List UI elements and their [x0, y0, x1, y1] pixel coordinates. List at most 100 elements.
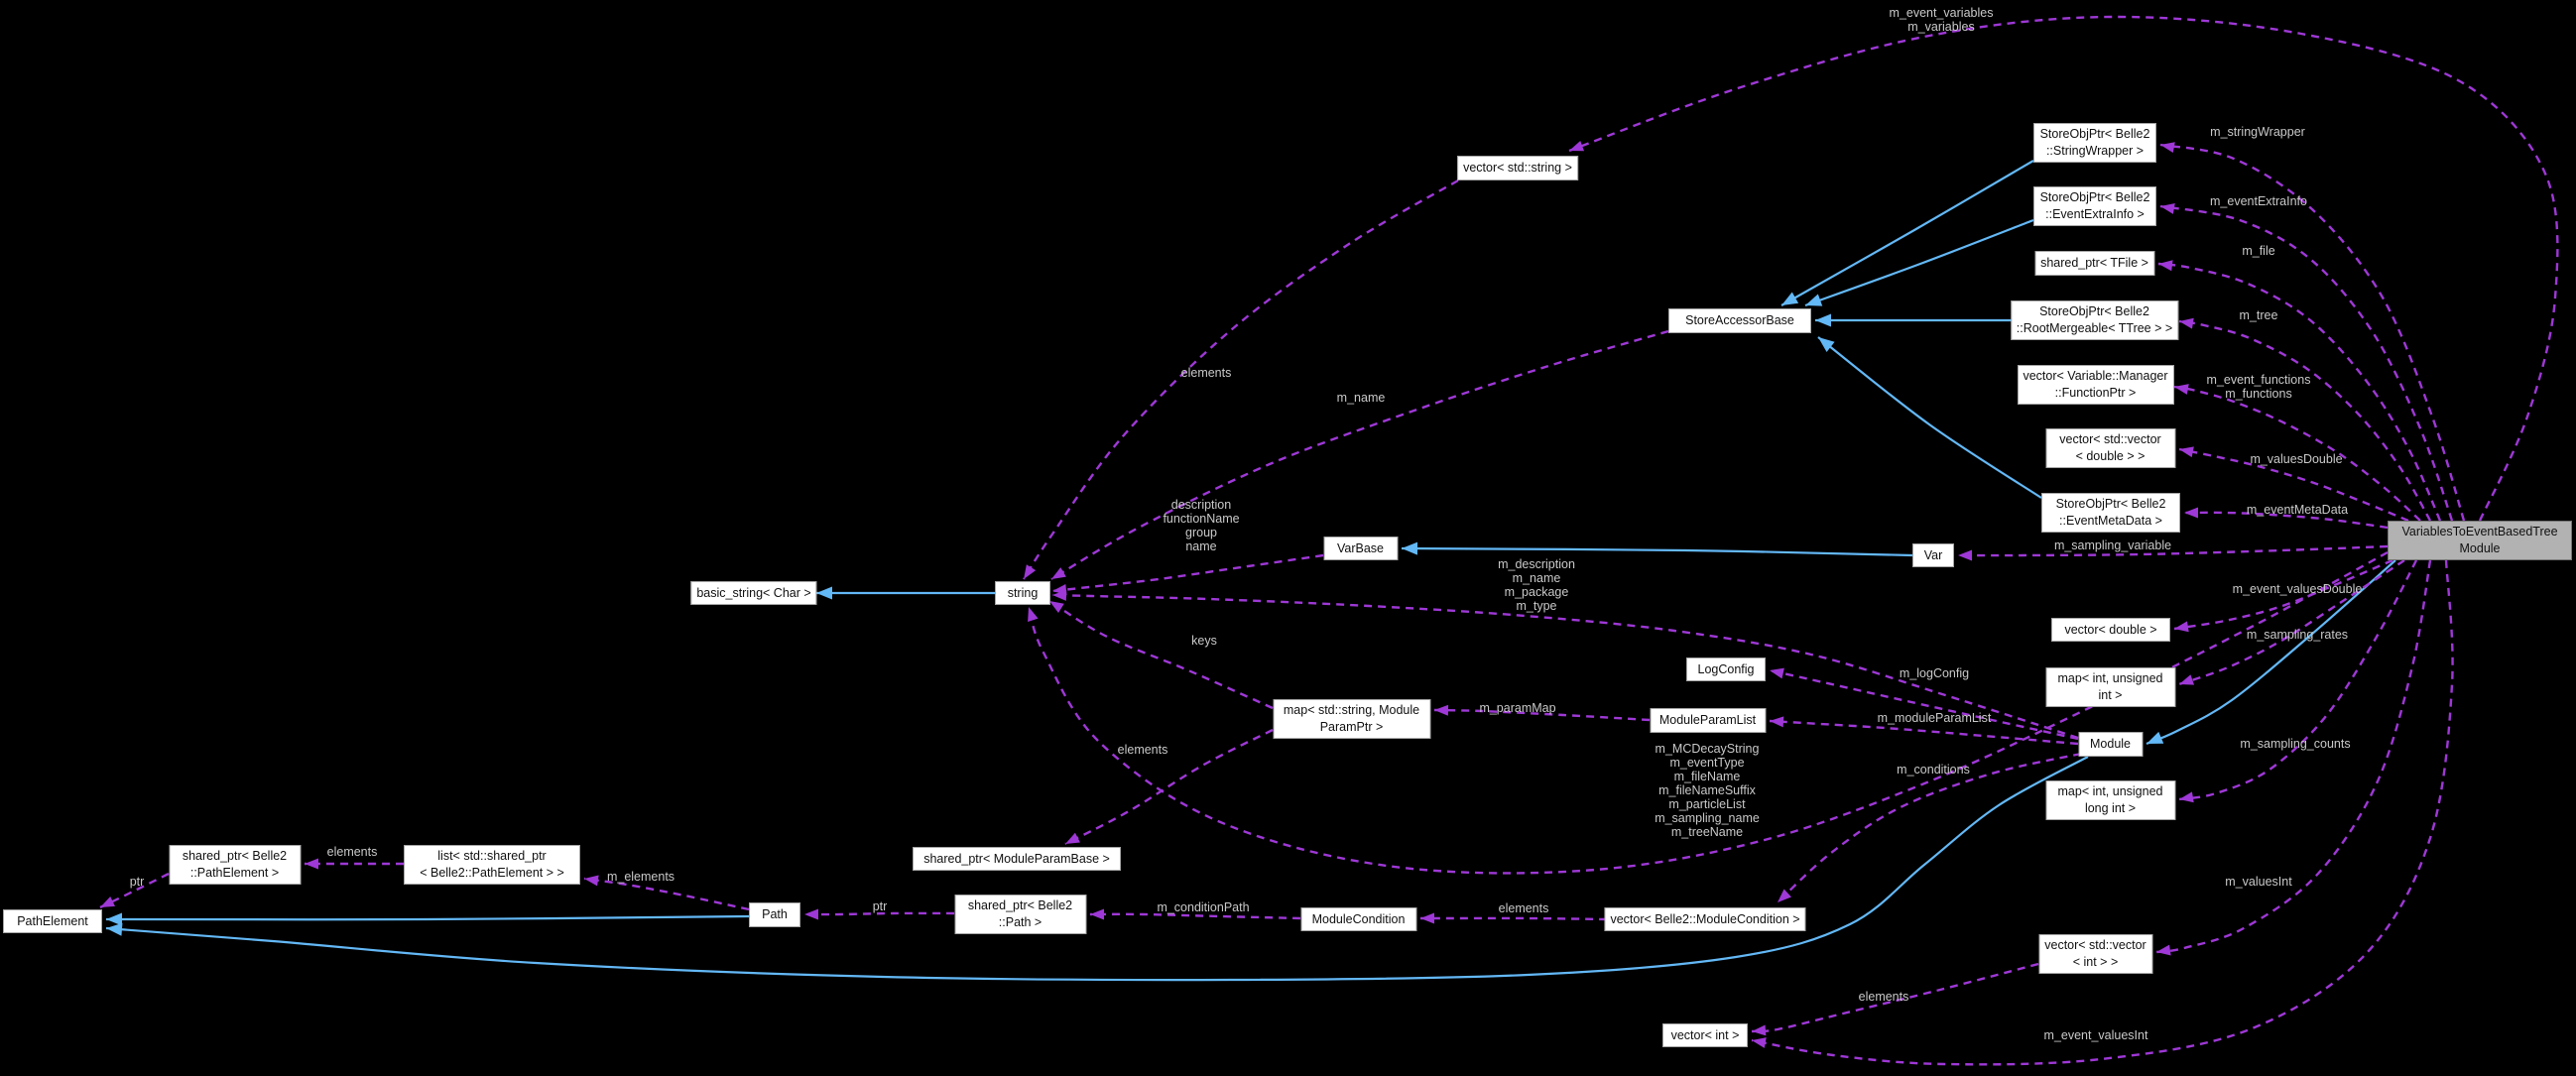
node-store_accessor_base[interactable]: StoreAccessorBase	[1668, 308, 1811, 333]
edge-label-module_condition--sp_path: m_conditionPath	[1157, 900, 1250, 914]
edge-sop_event_extra_info--store_accessor_base	[1804, 218, 2034, 307]
edge-label-map_string_param--sp_module_param_base: elements	[1117, 743, 1168, 757]
edge-label-main--sop_event_extra_info: m_eventExtraInfo	[2210, 194, 2307, 208]
edge-label-main--vector_double: m_event_valuesDouble	[2232, 582, 2363, 596]
node-vector_vector_int[interactable]: vector< std::vector< int > >	[2038, 934, 2152, 974]
node-list_sp_path_element[interactable]: list< std::shared_ptr< Belle2::PathEleme…	[404, 845, 580, 885]
arrowhead-sop_event_meta_data--store_accessor_base	[1818, 337, 1835, 352]
node-sp_tfile[interactable]: shared_ptr< TFile >	[2034, 251, 2154, 276]
edge-map_string_param--sp_module_param_base	[1064, 728, 1274, 846]
node-log_config[interactable]: LogConfig	[1686, 658, 1766, 681]
edge-module_param_list--map_string_param	[1433, 708, 1651, 722]
arrowhead-main--vector_std_string	[1569, 140, 1585, 152]
arrowhead-module--log_config	[1770, 667, 1784, 679]
edge-label-vector_vector_int--vector_int: elements	[1858, 990, 1909, 1004]
edge-label-module--log_config: m_logConfig	[1899, 666, 1970, 680]
arrowhead-main--map_int_ulong	[2179, 791, 2194, 803]
arrowhead-list_sp_path_element--sp_path_element	[305, 858, 318, 870]
edge-main--var	[1957, 544, 2389, 557]
edge-module--string	[1051, 593, 2079, 740]
edge-sop_event_meta_data--store_accessor_base	[1817, 336, 2042, 499]
edge-label-main--vector_vector_double: m_valuesDouble	[2250, 452, 2343, 466]
edge-label-vector_std_string--string: elements	[1180, 366, 1232, 380]
node-module_param_list[interactable]: ModuleParamList	[1650, 708, 1766, 733]
edge-main--vector_std_string	[1568, 15, 2559, 522]
arrowhead-path--path_element	[106, 912, 122, 926]
arrowhead-sp_path_element--path_element	[100, 896, 115, 907]
arrowhead-module--path_element	[106, 922, 123, 936]
arrowhead-main--module	[2147, 731, 2164, 744]
node-basic_string_char[interactable]: basic_string< Char >	[690, 581, 817, 605]
edge-main--map_int_uint	[2178, 558, 2405, 686]
node-var[interactable]: Var	[1912, 543, 1954, 567]
arrowhead-main--sop_event_meta_data	[2184, 507, 2198, 519]
node-sop_root_mergeable[interactable]: StoreObjPtr< Belle2::RootMergeable< TTre…	[2010, 300, 2179, 340]
arrowhead-module_condition--sp_path	[1090, 908, 1104, 920]
arrowhead-sop_event_extra_info--store_accessor_base	[1805, 294, 1823, 306]
node-vector_function_ptr[interactable]: vector< Variable::Manager::FunctionPtr >	[2017, 365, 2174, 405]
node-vector_int[interactable]: vector< int >	[1662, 1023, 1748, 1047]
arrowhead-module--vector_module_condition	[1778, 889, 1792, 902]
arrowhead-main--var	[1958, 549, 1972, 561]
node-varbase[interactable]: VarBase	[1323, 537, 1398, 560]
arrowhead-main--sop_string_wrapper	[2160, 142, 2175, 154]
arrowhead-var--varbase	[1402, 541, 1418, 555]
edge-label-path--list_sp_path_element: m_elements	[606, 870, 675, 884]
edge-main--sop_root_mergeable	[2178, 319, 2432, 522]
node-sop_event_extra_info[interactable]: StoreObjPtr< Belle2::EventExtraInfo >	[2033, 186, 2156, 226]
node-string[interactable]: string	[995, 581, 1050, 605]
arrowhead-store_accessor_base--string	[1051, 567, 1066, 579]
edge-var--varbase	[1401, 546, 1913, 557]
node-vector_module_condition[interactable]: vector< Belle2::ModuleCondition >	[1604, 907, 1806, 931]
node-vector_double[interactable]: vector< double >	[2051, 618, 2170, 642]
edge-label-main--map_int_uint: m_sampling_rates	[2246, 628, 2349, 642]
edge-main--vector_int	[1751, 559, 2454, 1066]
arrowhead-module--module_param_list	[1770, 716, 1784, 728]
node-sp_path_element[interactable]: shared_ptr< Belle2::PathElement >	[169, 845, 301, 885]
node-path_element[interactable]: PathElement	[3, 909, 102, 933]
arrowhead-main--string	[1028, 607, 1039, 623]
node-module_condition[interactable]: ModuleCondition	[1300, 907, 1416, 931]
edge-label-main--map_int_ulong: m_sampling_counts	[2240, 737, 2351, 751]
node-path[interactable]: Path	[749, 902, 800, 927]
node-sp_module_param_base[interactable]: shared_ptr< ModuleParamBase >	[913, 847, 1121, 871]
edge-main--vector_vector_double	[2178, 447, 2409, 523]
node-vector_vector_double[interactable]: vector< std::vector< double > >	[2045, 428, 2175, 468]
edge-label-main--vector_vector_int: m_valuesInt	[2225, 875, 2292, 889]
edge-label-main--sop_string_wrapper: m_stringWrapper	[2210, 125, 2305, 139]
edge-main--sop_event_meta_data	[2183, 511, 2389, 530]
node-vector_std_string[interactable]: vector< std::string >	[1457, 156, 1578, 180]
arrowhead-main--vector_int	[1752, 1037, 1767, 1048]
node-sop_event_meta_data[interactable]: StoreObjPtr< Belle2::EventMetaData >	[2041, 493, 2180, 533]
edge-label-main--vector_int: m_event_valuesInt	[2043, 1028, 2148, 1042]
node-sp_path[interactable]: shared_ptr< Belle2::Path >	[954, 895, 1086, 934]
edge-label-module--module_param_list: m_moduleParamList	[1877, 711, 1992, 725]
edge-map_string_param--string	[1048, 599, 1274, 710]
arrowhead-sp_path--path	[804, 908, 818, 920]
node-module[interactable]: Module	[2078, 732, 2143, 757]
arrowhead-main--vector_double	[2174, 621, 2189, 633]
edge-vector_vector_int--vector_int	[1751, 962, 2039, 1033]
edge-module--module_param_list	[1769, 719, 2079, 746]
arrowhead-map_string_param--string	[1049, 601, 1064, 614]
edge-main--vector_vector_int	[2155, 559, 2432, 954]
node-sop_string_wrapper[interactable]: StoreObjPtr< Belle2::StringWrapper >	[2033, 123, 2156, 163]
edge-label-module--vector_module_condition: m_conditions	[1897, 763, 1970, 777]
edge-label-main--sp_tfile: m_file	[2242, 244, 2275, 258]
edge-sp_path--path	[803, 911, 955, 916]
edge-main--sop_event_extra_info	[2159, 204, 2454, 522]
arrowhead-main--vector_vector_int	[2156, 944, 2171, 956]
edge-module--vector_module_condition	[1777, 752, 2082, 903]
edge-varbase--string	[1051, 553, 1324, 593]
edge-label-main--var: m_sampling_variable	[2053, 538, 2172, 552]
